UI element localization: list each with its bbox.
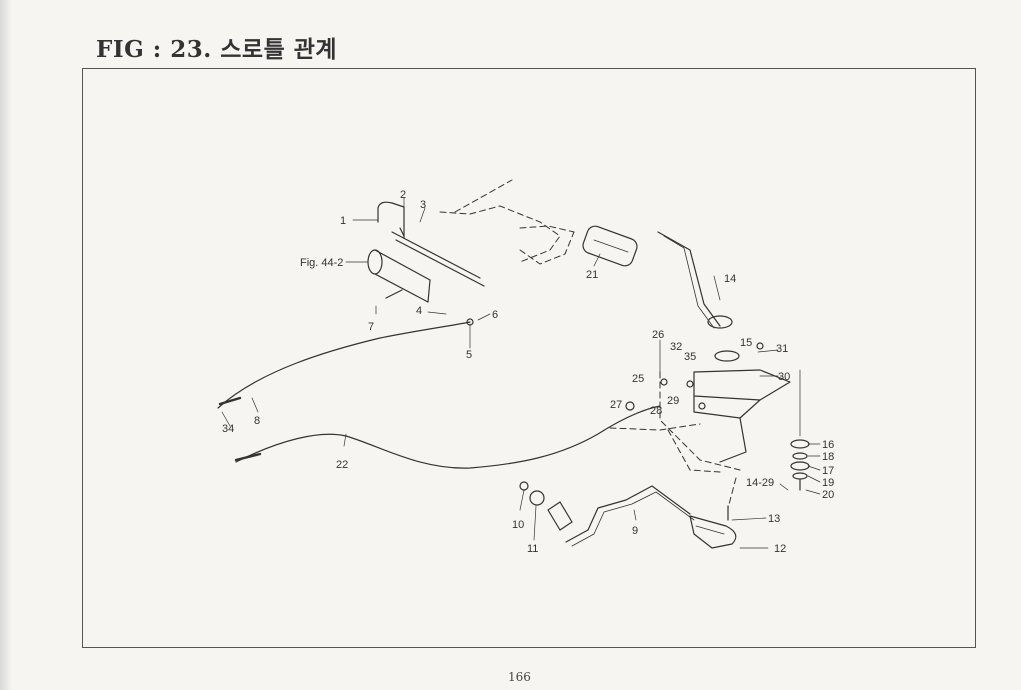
callout-8: 8 (254, 415, 260, 427)
callout-9: 9 (632, 525, 638, 537)
callout-29: 29 (667, 395, 679, 407)
callout-4: 4 (416, 305, 422, 317)
callout-12: 12 (774, 543, 786, 555)
figure-reference-label: Fig. 44-2 (300, 257, 343, 269)
page-binding-edge (0, 0, 12, 690)
callout-25: 25 (632, 373, 644, 385)
small-fastener-parts (385, 289, 764, 521)
lower-linkage-dashed (609, 371, 741, 509)
callout-28: 28 (650, 405, 662, 417)
callout-32: 32 (670, 341, 682, 353)
cable-end-fitting-lower (234, 452, 262, 462)
accelerator-pedal-part (689, 515, 737, 549)
throttle-lever-part (377, 201, 405, 239)
callout-6: 6 (492, 309, 498, 321)
grip-pad-part (582, 225, 638, 267)
callout-26: 26 (652, 329, 664, 341)
mount-washer-part (714, 350, 740, 362)
callout-16: 16 (822, 439, 834, 451)
callout-numbers: 1 2 3 4 5 6 7 8 9 10 11 12 13 14 15 16 1… (222, 189, 834, 555)
cylinder-housing-part (367, 249, 431, 303)
page-number: 166 (508, 670, 531, 684)
callout-35: 35 (684, 351, 696, 363)
callout-7: 7 (368, 321, 374, 333)
hand-lever-part (657, 231, 733, 329)
callout-5: 5 (466, 349, 472, 361)
callout-27: 27 (610, 399, 622, 411)
callout-2: 2 (400, 189, 406, 201)
callout-14: 14 (724, 273, 736, 285)
callout-11: 11 (527, 543, 538, 555)
callout-18: 18 (822, 451, 834, 463)
callout-15: 15 (740, 337, 752, 349)
lever-base-bracket (693, 369, 791, 463)
callout-31: 31 (776, 343, 788, 355)
callout-17: 17 (822, 465, 834, 477)
engine-bracket-outline (439, 179, 575, 265)
pedal-bushing-part (529, 490, 545, 506)
callout-14-29: 14-29 (746, 477, 774, 489)
callout-1: 1 (340, 215, 346, 227)
callout-21: 21 (586, 269, 598, 281)
callout-19: 19 (822, 477, 834, 489)
callout-34: 34 (222, 423, 234, 435)
pedal-sleeve-part (547, 501, 573, 531)
callout-22: 22 (336, 459, 348, 471)
pedal-rod-part (565, 485, 695, 547)
figure-title: FIG : 23. 스로틀 관계 (96, 36, 338, 63)
diagram-frame (82, 68, 976, 648)
foot-throttle-cable-part (235, 405, 661, 469)
throttle-cable-part (217, 321, 471, 409)
callout-leader-lines (221, 197, 821, 549)
pivot-shaft-part (391, 227, 485, 287)
spring-washer-stack (790, 439, 810, 491)
callout-20: 20 (822, 489, 834, 501)
cable-end-fitting (218, 396, 242, 406)
callout-10: 10 (512, 519, 524, 531)
callout-13: 13 (768, 513, 780, 525)
callout-30: 30 (778, 371, 790, 383)
callout-3: 3 (420, 199, 426, 211)
